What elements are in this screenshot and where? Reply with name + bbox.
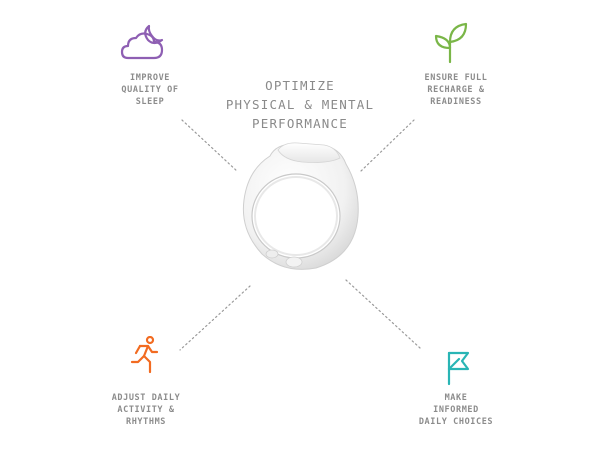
connector-sleep (181, 119, 239, 173)
activity-label-line-2: ACTIVITY & (117, 405, 175, 415)
recharge-label-line-1: ENSURE FULL (424, 73, 488, 83)
choices-label-line-3: DAILY CHOICES (418, 417, 494, 427)
runner-icon (130, 336, 159, 374)
connector-choices (345, 279, 421, 349)
recharge-label-line-3: READINESS (430, 97, 482, 107)
flag-icon (447, 351, 470, 386)
ring-image (242, 142, 359, 270)
sleep-label-line-2: QUALITY OF (121, 85, 179, 95)
choices-label: MAKE INFORMED DAILY CHOICES (386, 392, 526, 428)
sleep-label-line-1: IMPROVE (129, 73, 171, 83)
activity-label-line-1: ADJUST DAILY (111, 393, 181, 403)
headline-line-1: OPTIMIZE (265, 78, 335, 93)
headline-line-2: PHYSICAL & MENTAL (225, 97, 375, 112)
activity-label-line-3: RHYTHMS (125, 417, 167, 427)
connector-activity (179, 285, 251, 351)
choices-label-line-2: INFORMED (433, 405, 479, 415)
choices-label-line-1: MAKE (444, 393, 468, 403)
sprout-icon (434, 22, 468, 64)
headline-line-3: PERFORMANCE (252, 116, 348, 131)
recharge-label-line-2: RECHARGE & (427, 85, 485, 95)
moon-cloud-icon (120, 24, 164, 60)
recharge-label: ENSURE FULL RECHARGE & READINESS (386, 72, 526, 108)
headline: OPTIMIZE PHYSICAL & MENTAL PERFORMANCE (200, 76, 400, 133)
sleep-label: IMPROVE QUALITY OF SLEEP (80, 72, 220, 108)
connector-recharge (359, 119, 415, 173)
activity-label: ADJUST DAILY ACTIVITY & RHYTHMS (76, 392, 216, 428)
sleep-label-line-3: SLEEP (135, 97, 165, 107)
